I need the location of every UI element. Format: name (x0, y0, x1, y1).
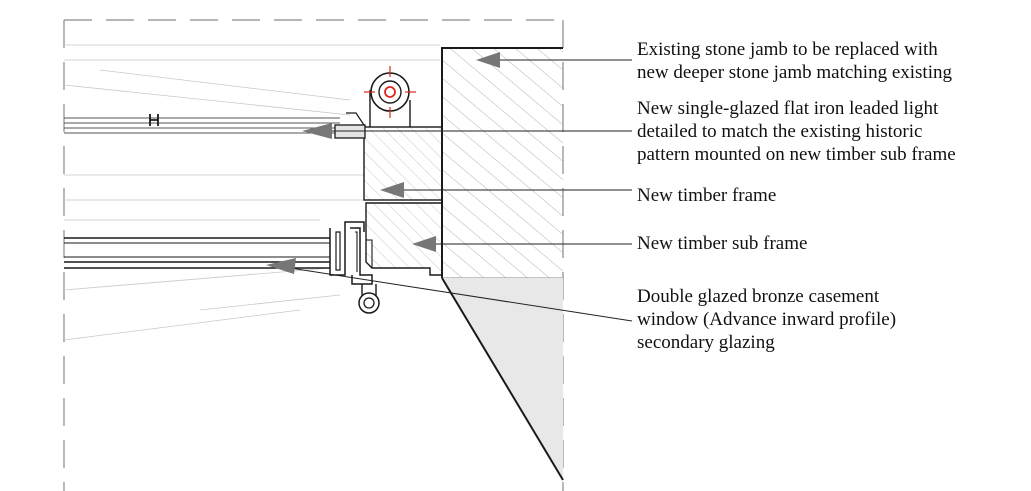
reveal-lines (63, 44, 440, 341)
leader-arrowheads (266, 52, 500, 274)
timber-sub-frame (365, 202, 443, 276)
annotation-timber-sub-frame: New timber sub frame (637, 233, 808, 254)
hinge-pivot (364, 66, 416, 127)
annotation-timber-frame: New timber frame (637, 185, 777, 206)
stone-jamb (441, 47, 563, 279)
annotation-leaded-light: New single-glazed flat iron leaded light… (637, 98, 956, 165)
annotation-stone-jamb: Existing stone jamb to be replaced with … (637, 39, 952, 83)
annotation-casement: Double glazed bronze casement window (Ad… (637, 286, 897, 353)
bronze-casement (64, 221, 380, 314)
reveal-splay (441, 277, 564, 481)
leader-lines (289, 59, 633, 322)
leaded-light-glazing (64, 112, 366, 139)
